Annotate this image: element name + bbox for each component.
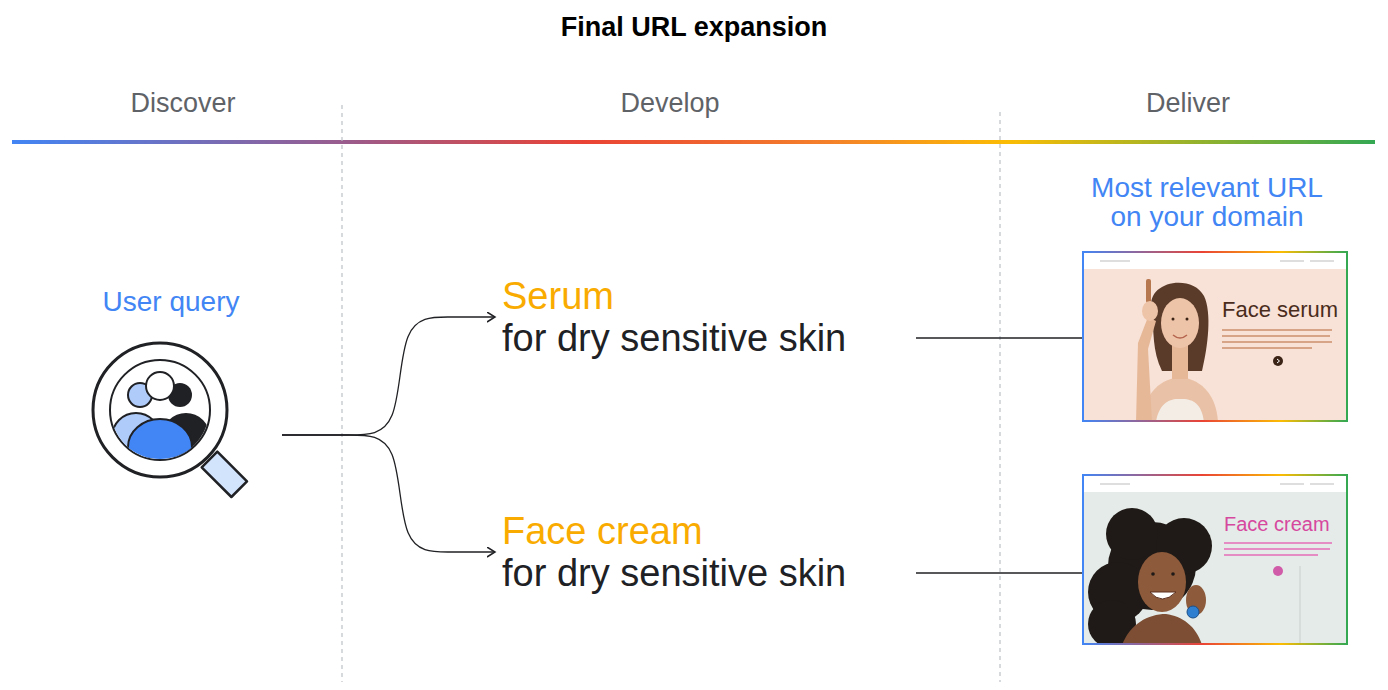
shoulders <box>1142 377 1218 422</box>
illustration-part <box>1100 484 1130 485</box>
body-text-lines <box>1224 543 1332 555</box>
gradient-bar <box>12 140 1375 144</box>
illustration-part <box>146 372 174 400</box>
landing-page-thumbnail-art <box>1082 251 1348 422</box>
product-word: Face cream <box>502 510 916 552</box>
magnifier-ring <box>93 343 227 477</box>
callout-text: Most relevant URL on your domain <box>1075 173 1339 231</box>
illustration-part <box>1106 508 1158 560</box>
illustration-part <box>1222 341 1332 343</box>
illustration-part <box>1222 329 1332 331</box>
page-divider <box>1300 566 1301 645</box>
illustration-part <box>128 419 192 475</box>
illustration-part <box>1171 572 1175 576</box>
ring <box>1187 606 1199 618</box>
cta-button <box>1273 566 1283 576</box>
query-variant: Face creamfor dry sensitive skin <box>496 510 916 594</box>
hair <box>1088 508 1212 645</box>
illustration-part <box>1280 261 1304 262</box>
face <box>1161 298 1199 348</box>
illustration-part <box>1222 347 1312 349</box>
illustration-part <box>1186 318 1189 321</box>
page-header <box>1082 251 1348 269</box>
illustration-part <box>1277 359 1280 363</box>
illustration-part <box>1224 554 1318 556</box>
landing-page-thumbnail: Face cream <box>1082 474 1348 645</box>
connector <box>916 572 1082 573</box>
diagram-title: Final URL expansion <box>294 10 1094 44</box>
landing-page-thumbnail-art <box>1082 474 1348 645</box>
shoulders <box>1122 614 1202 645</box>
illustration-part <box>1100 261 1130 262</box>
connector <box>282 317 495 435</box>
connector <box>282 435 495 552</box>
product-word: Serum <box>502 275 916 317</box>
query-icon-art <box>60 285 282 500</box>
people-icon <box>112 372 210 475</box>
illustration-part <box>1224 548 1330 550</box>
magnifier-handle <box>202 452 247 497</box>
illustration-part <box>1172 318 1175 321</box>
phase-header: Discover <box>63 87 303 119</box>
query-icon: User query <box>60 285 282 500</box>
phase-header: Deliver <box>1068 87 1308 119</box>
illustration-part <box>1310 261 1334 262</box>
top <box>1156 399 1204 422</box>
illustration-part <box>1310 484 1334 485</box>
page-heading: Face cream <box>1224 512 1330 536</box>
page-background <box>1082 269 1348 422</box>
cta-button <box>1273 356 1283 366</box>
page-heading: Face serum <box>1222 297 1338 323</box>
landing-page-thumbnail: Face serum <box>1082 251 1348 422</box>
phase-header: Develop <box>550 87 790 119</box>
dropper <box>1146 279 1151 303</box>
illustration-part <box>1151 572 1155 576</box>
hand <box>1142 301 1158 321</box>
arm <box>1136 317 1156 422</box>
thumbnail-border <box>1083 252 1347 421</box>
smile <box>1150 592 1176 599</box>
phase-divider <box>999 112 1000 682</box>
connector <box>916 337 1082 338</box>
query-variant: Serumfor dry sensitive skin <box>496 275 916 359</box>
query-qualifier: for dry sensitive skin <box>502 317 916 359</box>
body-text-lines <box>1222 330 1332 348</box>
face <box>1138 552 1186 612</box>
phase-divider <box>341 105 342 682</box>
illustration-part <box>1280 484 1304 485</box>
query-qualifier: for dry sensitive skin <box>502 552 916 594</box>
illustration-part <box>1222 335 1330 337</box>
smile <box>1173 335 1187 338</box>
thumbnail-border <box>1083 475 1347 644</box>
illustration-part <box>1224 542 1332 544</box>
query-label: User query <box>60 285 282 319</box>
page-header <box>1082 474 1348 492</box>
